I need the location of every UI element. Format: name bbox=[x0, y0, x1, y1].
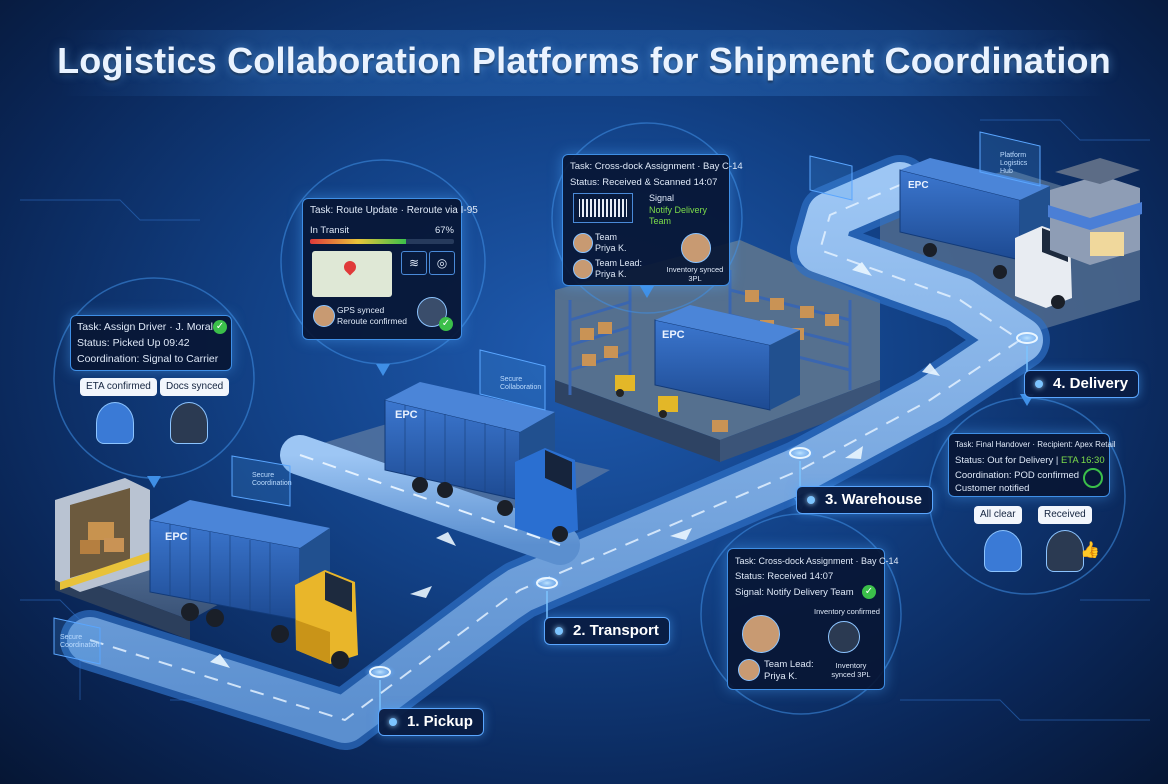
lead-label: Team Lead: bbox=[595, 258, 643, 268]
warehouse-status-text: Status: Received & Scanned 14:07 bbox=[570, 177, 718, 188]
retail-store-icon bbox=[1048, 158, 1142, 265]
team-label: Team bbox=[595, 232, 618, 242]
crossdock-lead-name: Priya K. bbox=[764, 671, 798, 682]
transit-status-label: In Transit bbox=[310, 225, 350, 236]
crossdock-task-line: Task: Cross-dock Assignment · Bay C-14 bbox=[735, 556, 899, 566]
courier-avatar bbox=[984, 530, 1022, 572]
team-name: Priya K. bbox=[595, 243, 627, 253]
pickup-task-line: Task: Assign Driver · J. Morales bbox=[77, 321, 225, 333]
transit-progress-bar bbox=[310, 239, 454, 244]
pickup-task-card: Task: Assign Driver · J. Morales Status:… bbox=[70, 315, 232, 371]
inventory-confirmed-label: Inventory confirmed bbox=[814, 607, 880, 616]
transport-avatar-left bbox=[313, 305, 335, 327]
delivery-status-text: Status: Out for Delivery bbox=[955, 455, 1054, 466]
warehouse-status-line: Status: Received & Scanned 14:07 bbox=[570, 175, 722, 191]
transit-progress-fill bbox=[310, 239, 407, 244]
svg-text:EPC: EPC bbox=[165, 531, 188, 543]
pickup-eta-bubble: ETA confirmed bbox=[80, 378, 157, 396]
warehouse-task-line: Task: Cross-dock Assignment · Bay C-14 bbox=[570, 161, 743, 172]
barcode-icon bbox=[573, 193, 633, 223]
stage-label-delivery: 4. Delivery bbox=[1024, 370, 1140, 398]
check-icon: ✓ bbox=[439, 317, 453, 331]
delivery-customer-line: Customer notified bbox=[955, 483, 1030, 494]
confirm-ring-icon bbox=[1083, 468, 1103, 488]
reroute-note: Reroute confirmed bbox=[337, 316, 407, 326]
stage-label-warehouse: 3. Warehouse bbox=[796, 486, 933, 514]
map-pin-icon bbox=[341, 258, 359, 276]
warehouse-bottom-card: Task: Cross-dock Assignment · Bay C-14 S… bbox=[727, 548, 899, 690]
inventory-caption: Inventory synced 3PL bbox=[666, 265, 724, 283]
location-icon: ◎ bbox=[429, 251, 455, 275]
warehouse-top-card: Task: Cross-dock Assignment · Bay C-14 S… bbox=[562, 154, 743, 286]
operator-avatar bbox=[681, 233, 711, 263]
dispatcher-avatar bbox=[170, 402, 208, 444]
pickup-coordination-line: Coordination: Signal to Carrier bbox=[77, 353, 219, 365]
svg-text:EPC: EPC bbox=[662, 329, 685, 341]
blue-truck-icon: EPC bbox=[384, 382, 578, 542]
secure-coordination-bottom-label: Secure Coordination bbox=[60, 634, 100, 649]
warehouse-container-icon: EPC bbox=[654, 305, 800, 411]
crossdock-lead-avatar bbox=[738, 659, 760, 681]
pickup-dock-icon bbox=[55, 478, 150, 592]
forklift-icon bbox=[615, 375, 678, 418]
road bbox=[60, 155, 1050, 750]
hologram-badges bbox=[53, 131, 1041, 665]
coordinator-avatar bbox=[742, 615, 780, 653]
stage-label-pickup: 1. Pickup bbox=[378, 708, 484, 736]
delivery-eta: ETA 16:30 bbox=[1060, 455, 1105, 466]
lead-avatar bbox=[573, 259, 593, 279]
check-icon: ✓ bbox=[213, 320, 227, 334]
delivery-received-bubble: Received bbox=[1038, 506, 1092, 524]
gps-note: GPS synced bbox=[337, 305, 385, 315]
secure-collaboration-label: Secure Collaboration bbox=[500, 376, 542, 391]
customer-avatar bbox=[1046, 530, 1084, 572]
route-arrows bbox=[210, 262, 940, 668]
transit-progress-percent: 67% bbox=[434, 225, 454, 236]
delivery-task-line: Task: Final Handover · Recipient: Apex R… bbox=[955, 440, 1116, 449]
transport-task-card: Task: Route Update · Reroute via I-95 In… bbox=[302, 198, 478, 340]
waypoint-markers bbox=[364, 330, 1043, 712]
delivery-allclear-bubble: All clear bbox=[974, 506, 1022, 524]
delivery-coordination-line: Coordination: POD confirmed bbox=[955, 470, 1080, 481]
crossdock-right-caption: Inventory synced 3PL bbox=[831, 661, 871, 679]
signal-label: Signal bbox=[649, 193, 675, 203]
check-icon: ✓ bbox=[862, 585, 876, 599]
title-band bbox=[60, 30, 1108, 96]
signal-text: Notify Delivery Team bbox=[649, 205, 708, 226]
platform-hub-label: Platform Logistics Hub bbox=[1000, 152, 1028, 175]
stage-label-transport: 2. Transport bbox=[544, 617, 670, 645]
driver-avatar bbox=[96, 402, 134, 444]
svg-text:EPC: EPC bbox=[395, 409, 418, 421]
yellow-truck-icon: EPC bbox=[149, 500, 358, 669]
map-thumbnail bbox=[312, 251, 392, 297]
transport-task-line: Task: Route Update · Reroute via I-95 bbox=[310, 205, 478, 216]
pickup-status-line: Status: Picked Up 09:42 bbox=[77, 337, 190, 349]
transit-progress-row: In Transit 67% bbox=[310, 225, 454, 239]
wifi-icon: ≋ bbox=[401, 251, 427, 275]
lead-name: Priya K. bbox=[595, 269, 627, 279]
secure-coordination-label: Secure Coordination bbox=[252, 472, 292, 487]
crossdock-lead-label: Team Lead: bbox=[764, 659, 814, 670]
headset-agent-avatar bbox=[828, 621, 860, 653]
crossdock-status-line: Status: Received 14:07 bbox=[735, 571, 834, 582]
delivery-task-card: Task: Final Handover · Recipient: Apex R… bbox=[948, 433, 1116, 497]
delivery-status-line: Status: Out for Delivery | ETA 16:30 bbox=[955, 453, 1105, 469]
team-avatar bbox=[573, 233, 593, 253]
pickup-docs-bubble: Docs synced bbox=[160, 378, 230, 396]
separator: | bbox=[1055, 455, 1059, 466]
page-title: Logistics Collaboration Platforms for Sh… bbox=[57, 40, 1111, 81]
thumbs-up-icon: 👍 bbox=[1080, 542, 1100, 559]
svg-text:EPC: EPC bbox=[908, 180, 929, 191]
crossdock-signal-line: Signal: Notify Delivery Team bbox=[735, 587, 854, 598]
